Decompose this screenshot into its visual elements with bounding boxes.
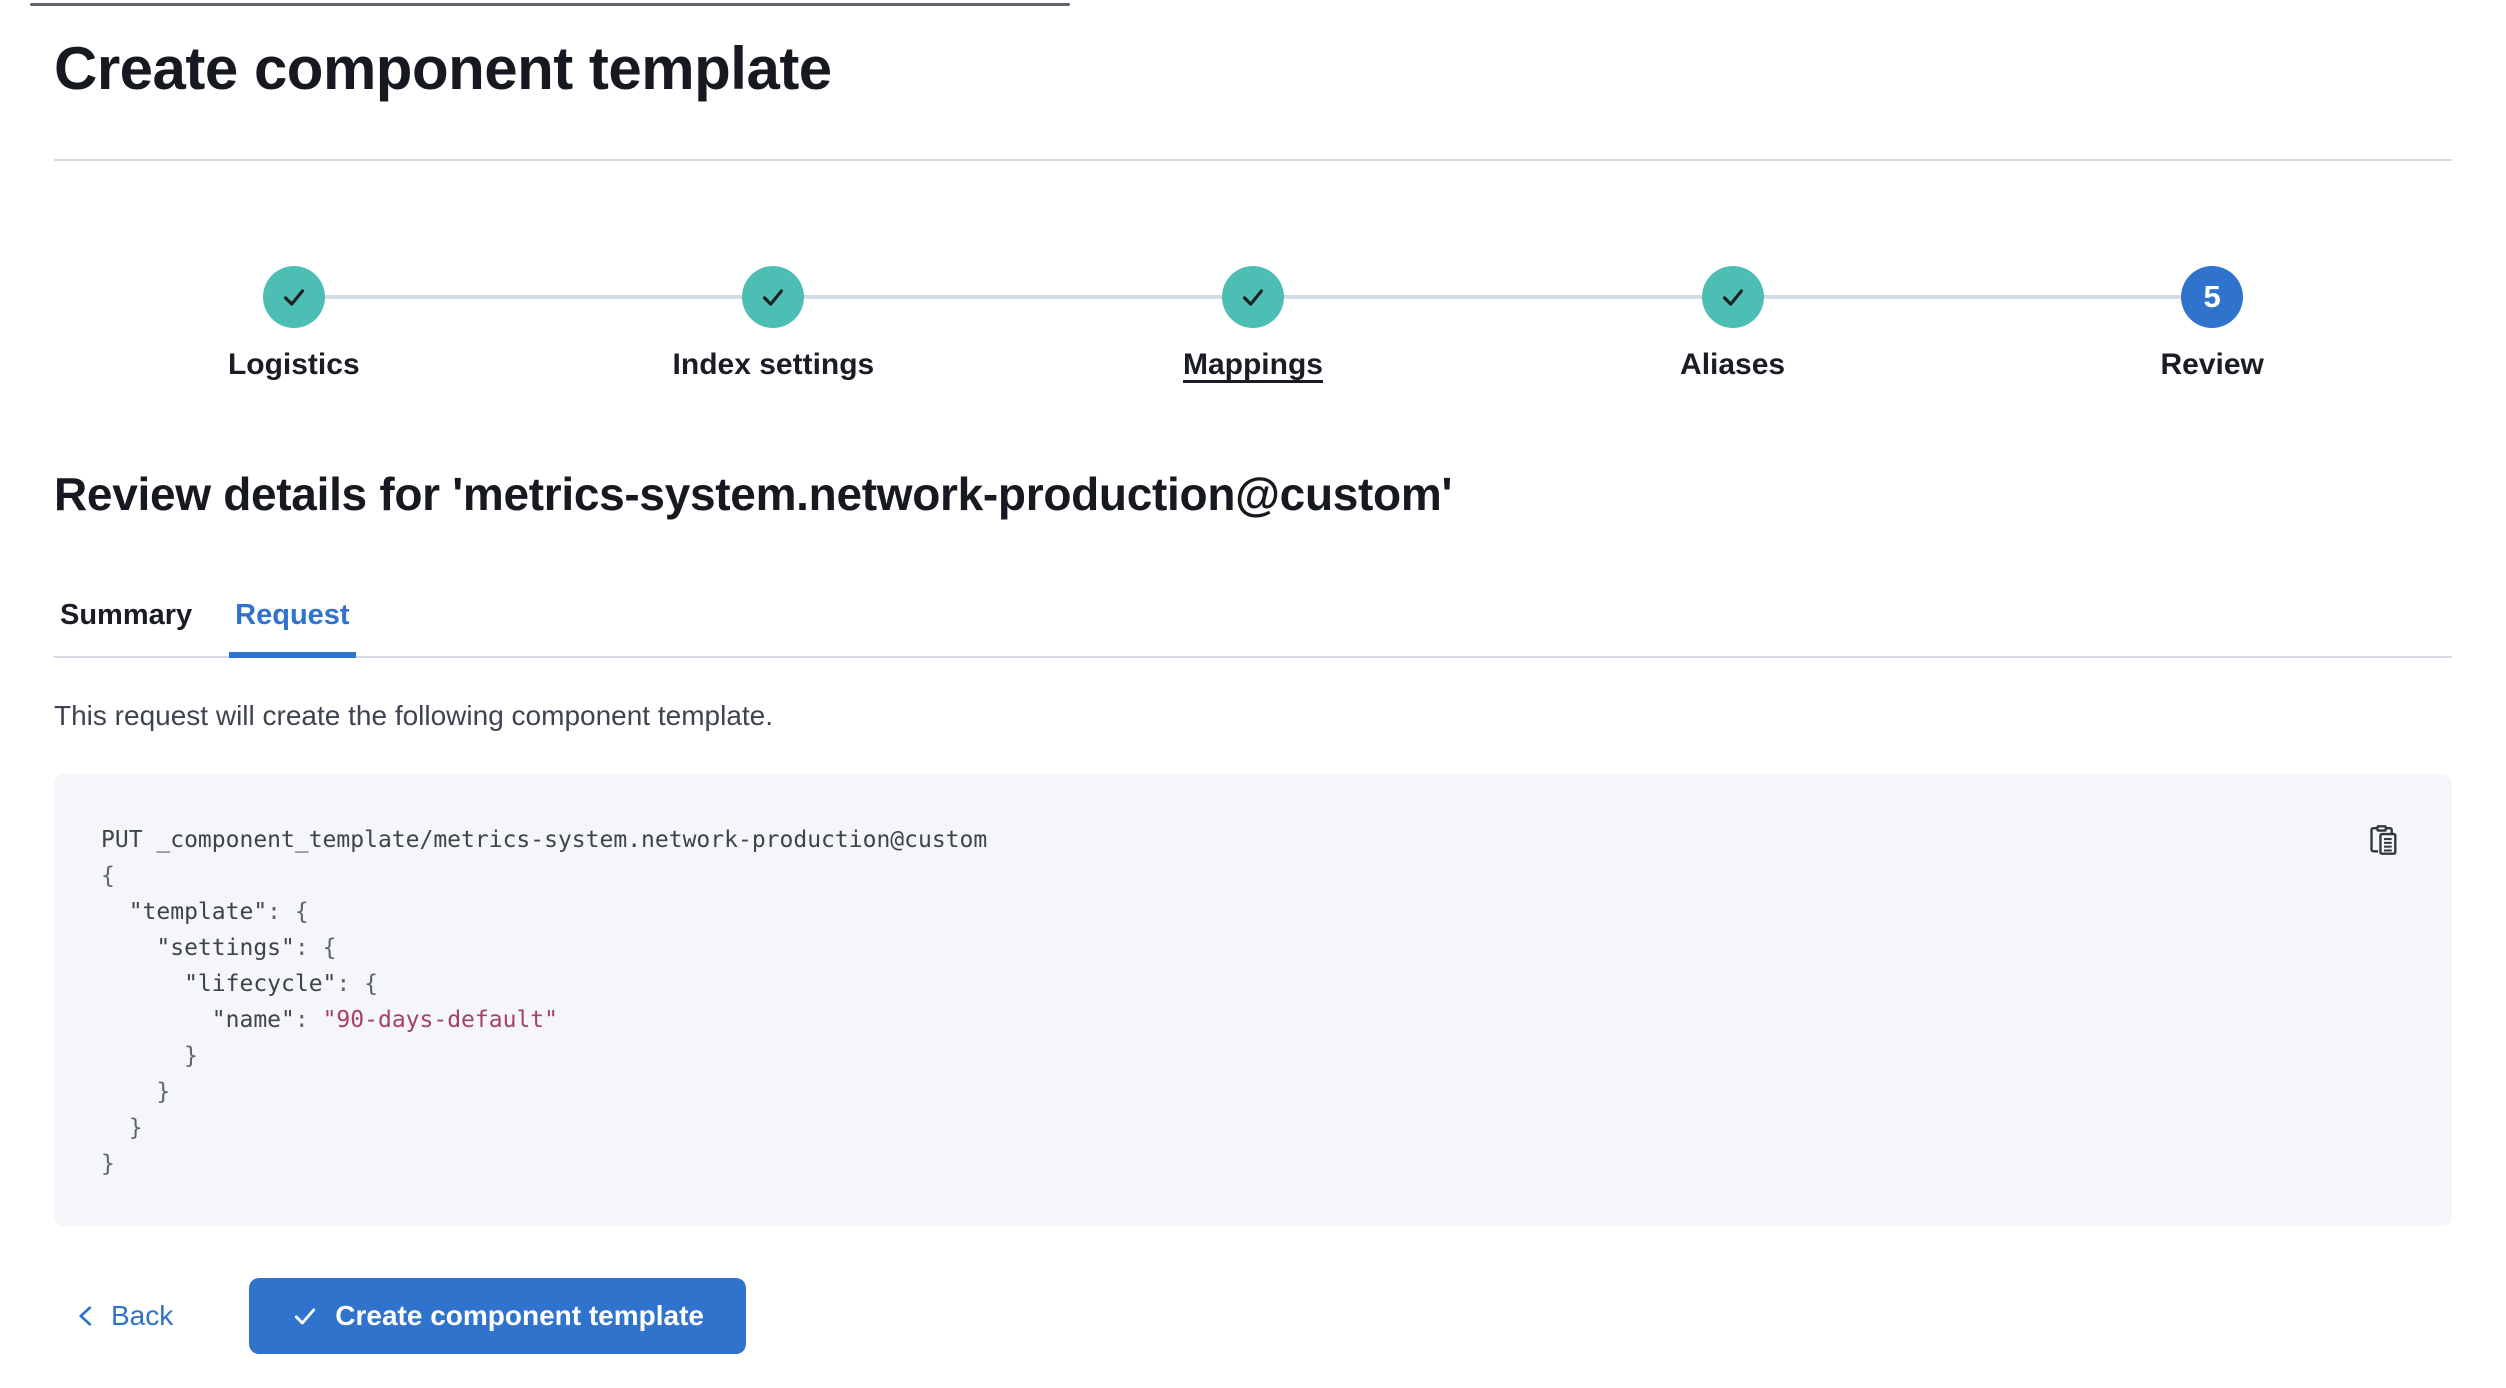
code-line: PUT _component_template/metrics-system.n… <box>101 827 988 853</box>
code-line: } <box>101 1043 198 1069</box>
code-line: } <box>101 1079 171 1105</box>
step-label: Mappings <box>1182 348 1323 381</box>
step-label: Index settings <box>672 348 875 381</box>
copy-clipboard-icon[interactable] <box>2362 818 2406 862</box>
step-check-icon <box>742 266 805 328</box>
tab-summary[interactable]: Summary <box>60 599 193 631</box>
step-check-icon <box>1221 266 1284 328</box>
back-button-label: Back <box>111 1300 174 1331</box>
step-index-settings[interactable]: Index settings <box>534 266 1014 384</box>
code-line: } <box>101 1151 115 1177</box>
review-details-heading: Review details for 'metrics-system.netwo… <box>54 468 1453 520</box>
back-button[interactable]: Back <box>54 1278 193 1354</box>
review-tabs: Summary Request <box>54 584 2452 658</box>
step-label: Review <box>2160 348 2264 381</box>
window-edge-artifact <box>30 3 1070 6</box>
wizard-footer: Back Create component template <box>54 1278 2452 1354</box>
code-line: "template": { <box>101 899 309 925</box>
tab-request[interactable]: Request <box>229 584 357 658</box>
step-check-icon <box>1701 266 1764 328</box>
step-logistics[interactable]: Logistics <box>54 266 534 384</box>
step-label: Logistics <box>227 348 360 381</box>
code-line: { <box>101 863 115 889</box>
step-aliases[interactable]: Aliases <box>1493 266 1973 384</box>
request-code-lines: PUT _component_template/metrics-system.n… <box>101 822 2342 1182</box>
step-number-badge: 5 <box>2181 266 2244 328</box>
code-line: } <box>101 1115 143 1141</box>
code-line: "lifecycle": { <box>101 971 378 997</box>
create-component-template-button[interactable]: Create component template <box>249 1278 746 1354</box>
code-line: "settings": { <box>101 935 337 961</box>
chevron-left-icon <box>74 1304 98 1328</box>
request-code-block: PUT _component_template/metrics-system.n… <box>54 774 2452 1226</box>
step-check-icon <box>262 266 325 328</box>
create-component-template-page: Create component template Logistics Index… <box>0 34 2506 1354</box>
step-label: Aliases <box>1680 348 1786 381</box>
step-mappings[interactable]: Mappings <box>1013 266 1493 384</box>
check-icon <box>291 1302 319 1330</box>
code-line: "name": "90-days-default" <box>101 1007 558 1033</box>
page-title: Create component template <box>54 35 832 102</box>
request-description: This request will create the following c… <box>54 700 774 731</box>
create-button-label: Create component template <box>335 1300 704 1331</box>
title-divider <box>54 159 2452 161</box>
